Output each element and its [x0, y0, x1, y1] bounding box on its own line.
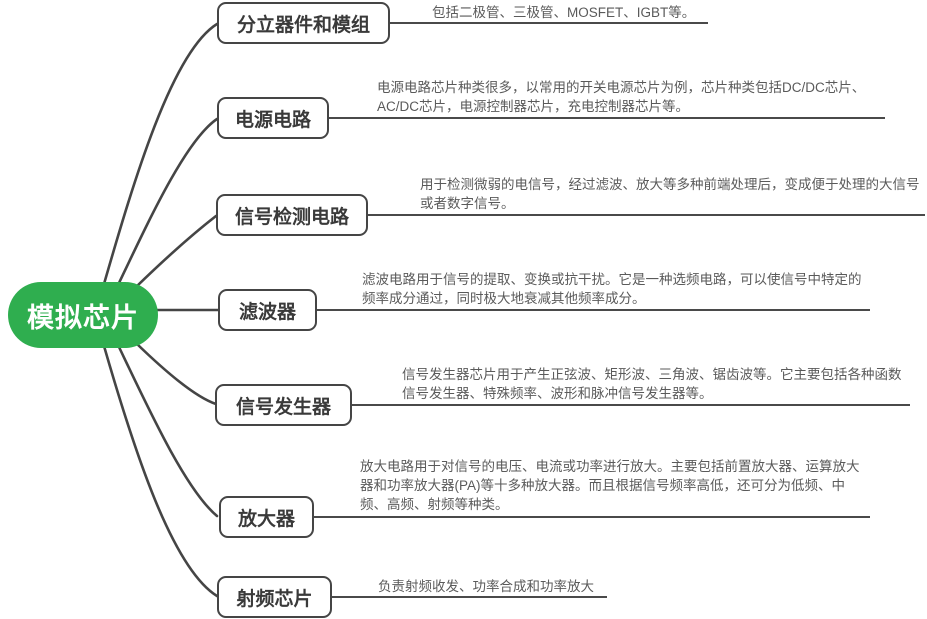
- node-rf-chip[interactable]: 射频芯片: [217, 576, 332, 618]
- node-label: 信号发生器: [235, 396, 331, 418]
- note-rf-chip[interactable]: 负责射频收发、功率合成和功率放大: [378, 579, 594, 594]
- node-label: 滤波器: [238, 301, 296, 323]
- node-filter[interactable]: 滤波器: [218, 289, 317, 331]
- curve-to-signal-detection: [134, 214, 218, 289]
- branch-underline: [328, 117, 885, 119]
- note-signal-detection[interactable]: 用于检测微弱的电信号，经过滤波、放大等多种前端处理后，变成便于处理的大信号 或者…: [420, 177, 920, 211]
- node-label: 放大器: [237, 508, 295, 530]
- node-signal-detection[interactable]: 信号检测电路: [216, 194, 368, 236]
- note-filter[interactable]: 滤波电路用于信号的提取、变换或抗干扰。它是一种选频电路，可以使信号中特定的 频率…: [362, 272, 862, 306]
- curve-to-amplifier: [117, 345, 219, 518]
- node-label: 电源电路: [234, 109, 311, 131]
- root-node-analog-chip[interactable]: 模拟芯片: [8, 282, 158, 348]
- note-amplifier[interactable]: 放大电路用于对信号的电压、电流或功率进行放大。主要包括前置放大器、运算放大 器和…: [360, 459, 860, 512]
- branch-underline: [316, 309, 870, 311]
- branch-underline: [331, 596, 607, 598]
- curve-to-rf-chip: [102, 344, 219, 598]
- branch-underline: [351, 404, 910, 406]
- node-label: 信号检测电路: [234, 206, 349, 228]
- curve-to-power-circuit: [117, 117, 219, 285]
- note-discrete-devices[interactable]: 包括二极管、三极管、MOSFET、IGBT等。: [432, 5, 696, 20]
- node-power-circuit[interactable]: 电源电路: [217, 97, 329, 139]
- curve-to-signal-generator: [134, 341, 218, 406]
- node-discrete-devices[interactable]: 分立器件和模组: [217, 2, 390, 44]
- node-signal-generator[interactable]: 信号发生器: [215, 384, 352, 426]
- node-amplifier[interactable]: 放大器: [219, 496, 314, 538]
- branch-underline: [388, 22, 708, 24]
- note-power-circuit[interactable]: 电源电路芯片种类很多，以常用的开关电源芯片为例，芯片种类包括DC/DC芯片、 A…: [377, 80, 866, 114]
- root-node-label: 模拟芯片: [27, 302, 139, 333]
- node-label: 分立器件和模组: [236, 14, 370, 36]
- branch-underline: [313, 516, 870, 518]
- branch-underline: [367, 214, 925, 216]
- curve-to-discrete-devices: [102, 22, 219, 286]
- note-signal-generator[interactable]: 信号发生器芯片用于产生正弦波、矩形波、三角波、锯齿波等。它主要包括各种函数 信号…: [402, 367, 902, 401]
- node-label: 射频芯片: [236, 588, 313, 610]
